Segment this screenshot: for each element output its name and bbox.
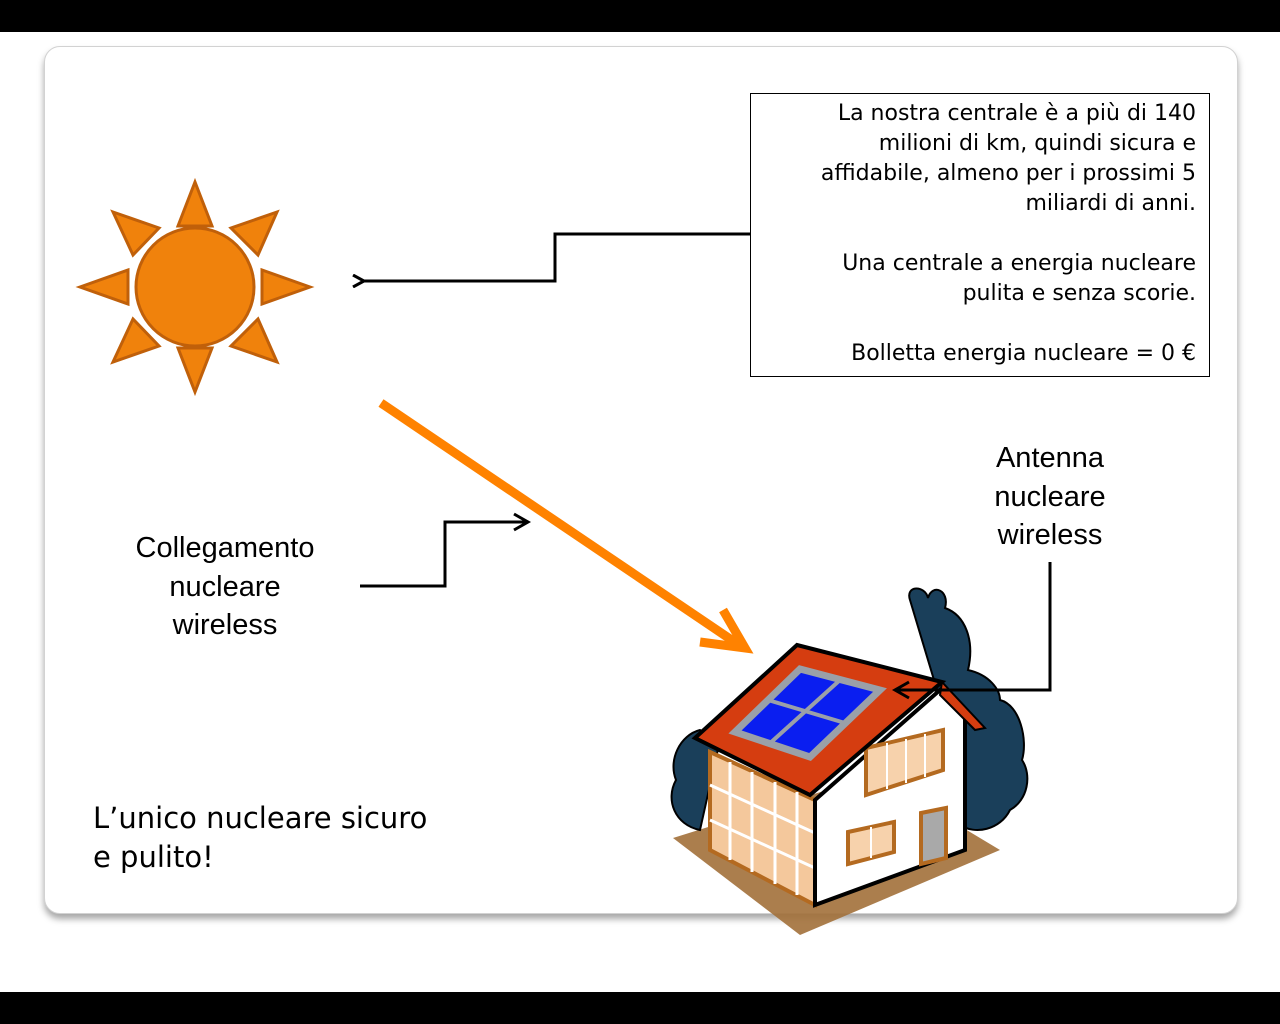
tagline-line: L’unico nucleare sicuro — [93, 801, 428, 835]
tagline-text: L’unico nucleare sicuro e pulito! — [93, 799, 513, 876]
collegamento-connector-arrow — [360, 520, 526, 588]
sunray-arrow — [378, 399, 754, 654]
infobox-paragraph-distance: La nostra centrale è a più di 140 milion… — [761, 99, 1196, 219]
infobox-line: milioni di km, quindi sicura e — [878, 131, 1196, 156]
sun-icon — [75, 177, 315, 397]
antenna-label: Antenna nucleare wireless — [960, 439, 1140, 555]
infobox-connector-arrow — [364, 232, 750, 281]
antenna-connector-arrow — [897, 562, 1052, 692]
infobox-line: Bolletta energia nucleare = 0 € — [851, 341, 1196, 366]
infobox-line: La nostra centrale è a più di 140 — [837, 101, 1196, 126]
label-line: wireless — [172, 609, 278, 641]
collegamento-arrowhead — [513, 512, 532, 532]
infobox-line: pulita e senza scorie. — [962, 281, 1196, 306]
infobox-line: affidabile, almeno per i prossimi 5 — [820, 161, 1196, 186]
label-line: wireless — [997, 519, 1103, 551]
house-icon — [670, 587, 1029, 935]
infobox-line: miliardi di anni. — [1025, 191, 1196, 216]
label-line: Antenna — [995, 442, 1105, 474]
antenna-arrowhead — [891, 680, 910, 700]
label-line: nucleare — [994, 480, 1106, 513]
label-line: nucleare — [169, 570, 281, 603]
collegamento-label: Collegamento nucleare wireless — [110, 529, 340, 645]
infobox-paragraph-clean: Una centrale a energia nucleare pulita e… — [761, 249, 1196, 309]
label-line: Collegamento — [135, 532, 315, 564]
info-callout-box: La nostra centrale è a più di 140 milion… — [750, 93, 1210, 377]
infobox-line: Una centrale a energia nucleare — [842, 251, 1196, 276]
tagline-line: e pulito! — [93, 839, 214, 874]
infobox-paragraph-bill: Bolletta energia nucleare = 0 € — [761, 339, 1196, 369]
